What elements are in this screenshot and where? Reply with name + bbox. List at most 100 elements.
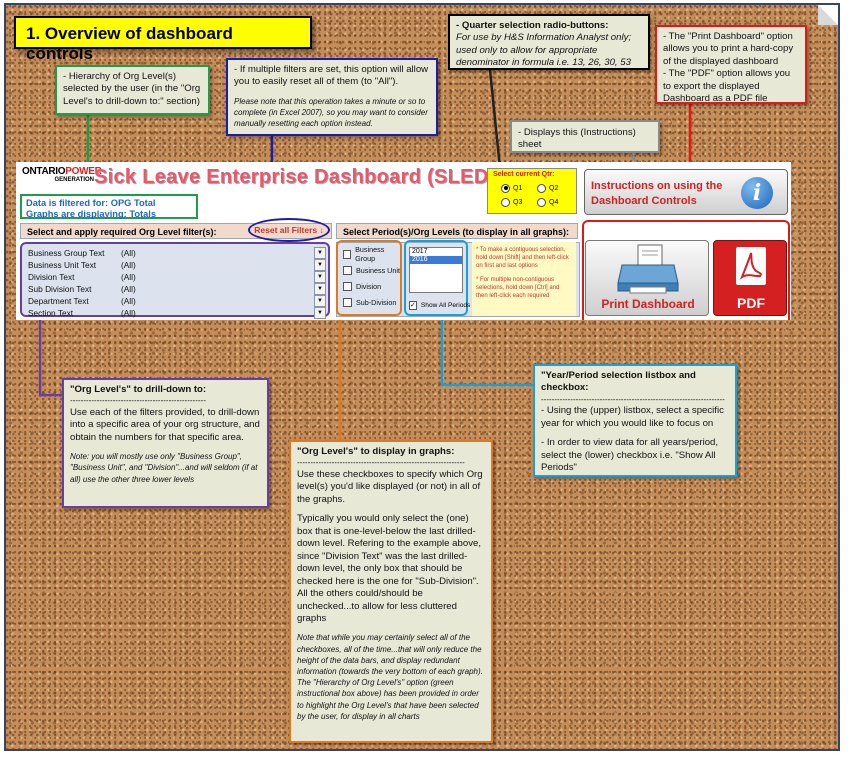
year-connector	[440, 320, 533, 387]
print-note: - The "Print Dashboard" option allows yo…	[655, 25, 807, 104]
radio-icon	[537, 183, 546, 193]
filter-label: Division Text	[28, 272, 75, 282]
radio-selected-icon	[501, 183, 510, 193]
checkbox-business-unit[interactable]: Business Unit	[343, 262, 400, 278]
page-curl	[818, 5, 838, 25]
quarter-radio-q2[interactable]: Q2	[537, 181, 573, 195]
filter-label: Business Unit Text	[28, 260, 97, 270]
graphs-note-body-1: Use these checkboxes to specify which Or…	[297, 468, 483, 505]
quarter-note-title: - Quarter selection radio-buttons:	[456, 20, 609, 31]
opg-logo: ONTARIOPOWER GENERATION	[22, 166, 102, 183]
dashboard-preview: ONTARIOPOWER GENERATION Sick Leave Enter…	[16, 162, 791, 320]
reset-filters-button[interactable]: Reset all Filters ↓	[248, 218, 330, 242]
drill-connector	[38, 320, 65, 397]
quarter-radio-q1[interactable]: Q1	[501, 181, 537, 195]
output-buttons-group	[582, 220, 790, 320]
pdf-export-label: PDF	[737, 295, 765, 311]
reset-filters-label: Reset all Filters ↓	[254, 225, 324, 235]
hierarchy-note-text: - Hierarchy of Org Level(s) selected by …	[63, 71, 201, 107]
quarter-radio-q3[interactable]: Q3	[501, 195, 537, 209]
drill-note-separator: ----------------------------------------…	[70, 396, 206, 406]
year-note-title: "Year/Period selection listbox and check…	[541, 370, 696, 394]
org-level-checkboxes: Business Group Business Unit Division Su…	[336, 240, 402, 316]
info-icon: i	[741, 177, 773, 209]
reset-note-main: - If multiple filters are set, this opti…	[234, 64, 429, 88]
selection-hint-1: * To make a contiguous selection, hold d…	[476, 247, 569, 270]
year-option-2017[interactable]: 2017	[412, 248, 428, 255]
logo-text-black: ONTARIO	[22, 166, 66, 177]
year-listbox[interactable]: 2017 2016	[409, 247, 463, 293]
year-selection-group: 2017 2016 ✓ Show All Periods	[404, 240, 470, 316]
hierarchy-note: - Hierarchy of Org Level(s) selected by …	[55, 65, 210, 115]
filter-label: Sub Division Text	[28, 284, 92, 294]
radio-icon	[537, 197, 546, 207]
filter-business-unit[interactable]: Business Unit Text (All) ▼	[22, 259, 328, 271]
dropdown-arrow-icon[interactable]: ▼	[314, 247, 326, 259]
quarter-label: Q4	[549, 198, 559, 206]
checkbox-icon	[343, 249, 352, 259]
filter-department[interactable]: Department Text(All)▼	[22, 295, 328, 307]
drill-note-footnote: Note: you will mostly use only "Business…	[70, 452, 258, 484]
filter-value: (All)	[121, 260, 136, 270]
checkbox-label: Sub-Division	[356, 297, 397, 307]
dropdown-arrow-icon[interactable]: ▼	[314, 283, 326, 295]
dropdown-arrow-icon[interactable]: ▼	[314, 295, 326, 307]
drill-note-title: "Org Level's" to drill-down to:	[70, 384, 207, 395]
instructions-button[interactable]: Instructions on using the Dashboard Cont…	[584, 169, 788, 215]
year-note: "Year/Period selection listbox and check…	[533, 364, 737, 477]
logo-text-red: POWER	[65, 166, 102, 177]
graphs-note-separator: ----------------------------------------…	[297, 458, 465, 468]
filter-header-text: Select and apply required Org Level filt…	[27, 227, 217, 237]
checkmark-icon: ✓	[409, 300, 417, 310]
drill-note: "Org Level's" to drill-down to: --------…	[62, 378, 269, 508]
graphs-note-footnote-2: The "Hierarchy of Org Level's" option (g…	[297, 678, 479, 721]
filter-value: (All)	[121, 296, 136, 306]
checkbox-label: Business Unit	[356, 265, 400, 275]
dropdown-arrow-icon[interactable]: ▼	[314, 307, 326, 319]
quarter-note-body: For use by H&S Information Analyst only;…	[456, 32, 632, 69]
filter-section[interactable]: Section Text(All)▼	[22, 307, 328, 319]
checkbox-business-group[interactable]: Business Group	[343, 245, 400, 263]
graphs-note-title: "Org Level's" to display in graphs:	[297, 446, 455, 457]
period-header-text: Select Period(s)/Org Levels (to display …	[343, 227, 570, 237]
show-all-periods-checkbox[interactable]: ✓ Show All Periods	[409, 299, 470, 311]
instructions-note: - Displays this (Instructions) sheet	[510, 120, 660, 153]
filter-sub-division[interactable]: Sub Division Text (All) ▼	[22, 283, 328, 295]
graphs-display-text: Graphs are displaying: Totals	[26, 209, 157, 220]
dropdown-arrow-icon[interactable]: ▼	[314, 271, 326, 283]
year-option-2016[interactable]: 2016	[410, 256, 462, 264]
year-note-body-1: - Using the (upper) listbox, select a sp…	[541, 405, 724, 429]
filter-value: (All)	[121, 284, 136, 294]
filter-hierarchy-box: Data is filtered for: OPG Total Graphs a…	[20, 194, 198, 219]
dropdown-arrow-icon[interactable]: ▼	[314, 259, 326, 271]
filter-value: (All)	[121, 272, 136, 282]
print-note-2: - The "PDF" option allows you to export …	[663, 68, 791, 105]
checkbox-icon	[343, 297, 352, 307]
checkbox-division[interactable]: Division	[343, 278, 400, 294]
pdf-export-button[interactable]: PDF	[713, 240, 787, 316]
print-note-1: - The "Print Dashboard" option allows yo…	[663, 31, 794, 67]
filter-division[interactable]: Division Text (All) ▼	[22, 271, 328, 283]
filter-value: (All)	[121, 308, 136, 318]
checkbox-sub-division[interactable]: Sub-Division	[343, 294, 400, 310]
reset-note-small: Please note that this operation takes a …	[234, 96, 428, 129]
instructions-button-label: Instructions on using the Dashboard Cont…	[591, 180, 723, 207]
filter-label: Business Group Text	[28, 248, 105, 258]
radio-icon	[501, 197, 510, 207]
checkbox-label: Division	[356, 281, 382, 291]
print-dashboard-label: Print Dashboard	[601, 297, 695, 311]
quarter-radio-q4[interactable]: Q4	[537, 195, 573, 209]
year-note-body-2: - In order to view data for all years/pe…	[541, 437, 719, 474]
quarter-selector-title: Select current Qtr:	[493, 171, 555, 178]
filtered-for-text: Data is filtered for: OPG Total	[26, 198, 156, 208]
print-dashboard-button[interactable]: Print Dashboard	[585, 240, 709, 316]
selection-hint-2: * For multiple non-contiguous selections…	[476, 277, 560, 300]
period-header-bar: Select Period(s)/Org Levels (to display …	[336, 223, 578, 239]
graphs-note-body-2: Typically you would only select the (one…	[297, 513, 481, 625]
drill-note-body: Use each of the filters provided, to dri…	[70, 406, 260, 443]
filter-business-group[interactable]: Business Group Text(All)▼	[22, 247, 328, 259]
quarter-selector: Select current Qtr: Q1 Q2 Q3 Q4	[487, 168, 577, 214]
instructions-note-text: - Displays this (Instructions) sheet	[518, 127, 636, 151]
graphs-note: "Org Level's" to display in graphs: ----…	[289, 440, 493, 743]
quarter-connector	[488, 69, 502, 169]
